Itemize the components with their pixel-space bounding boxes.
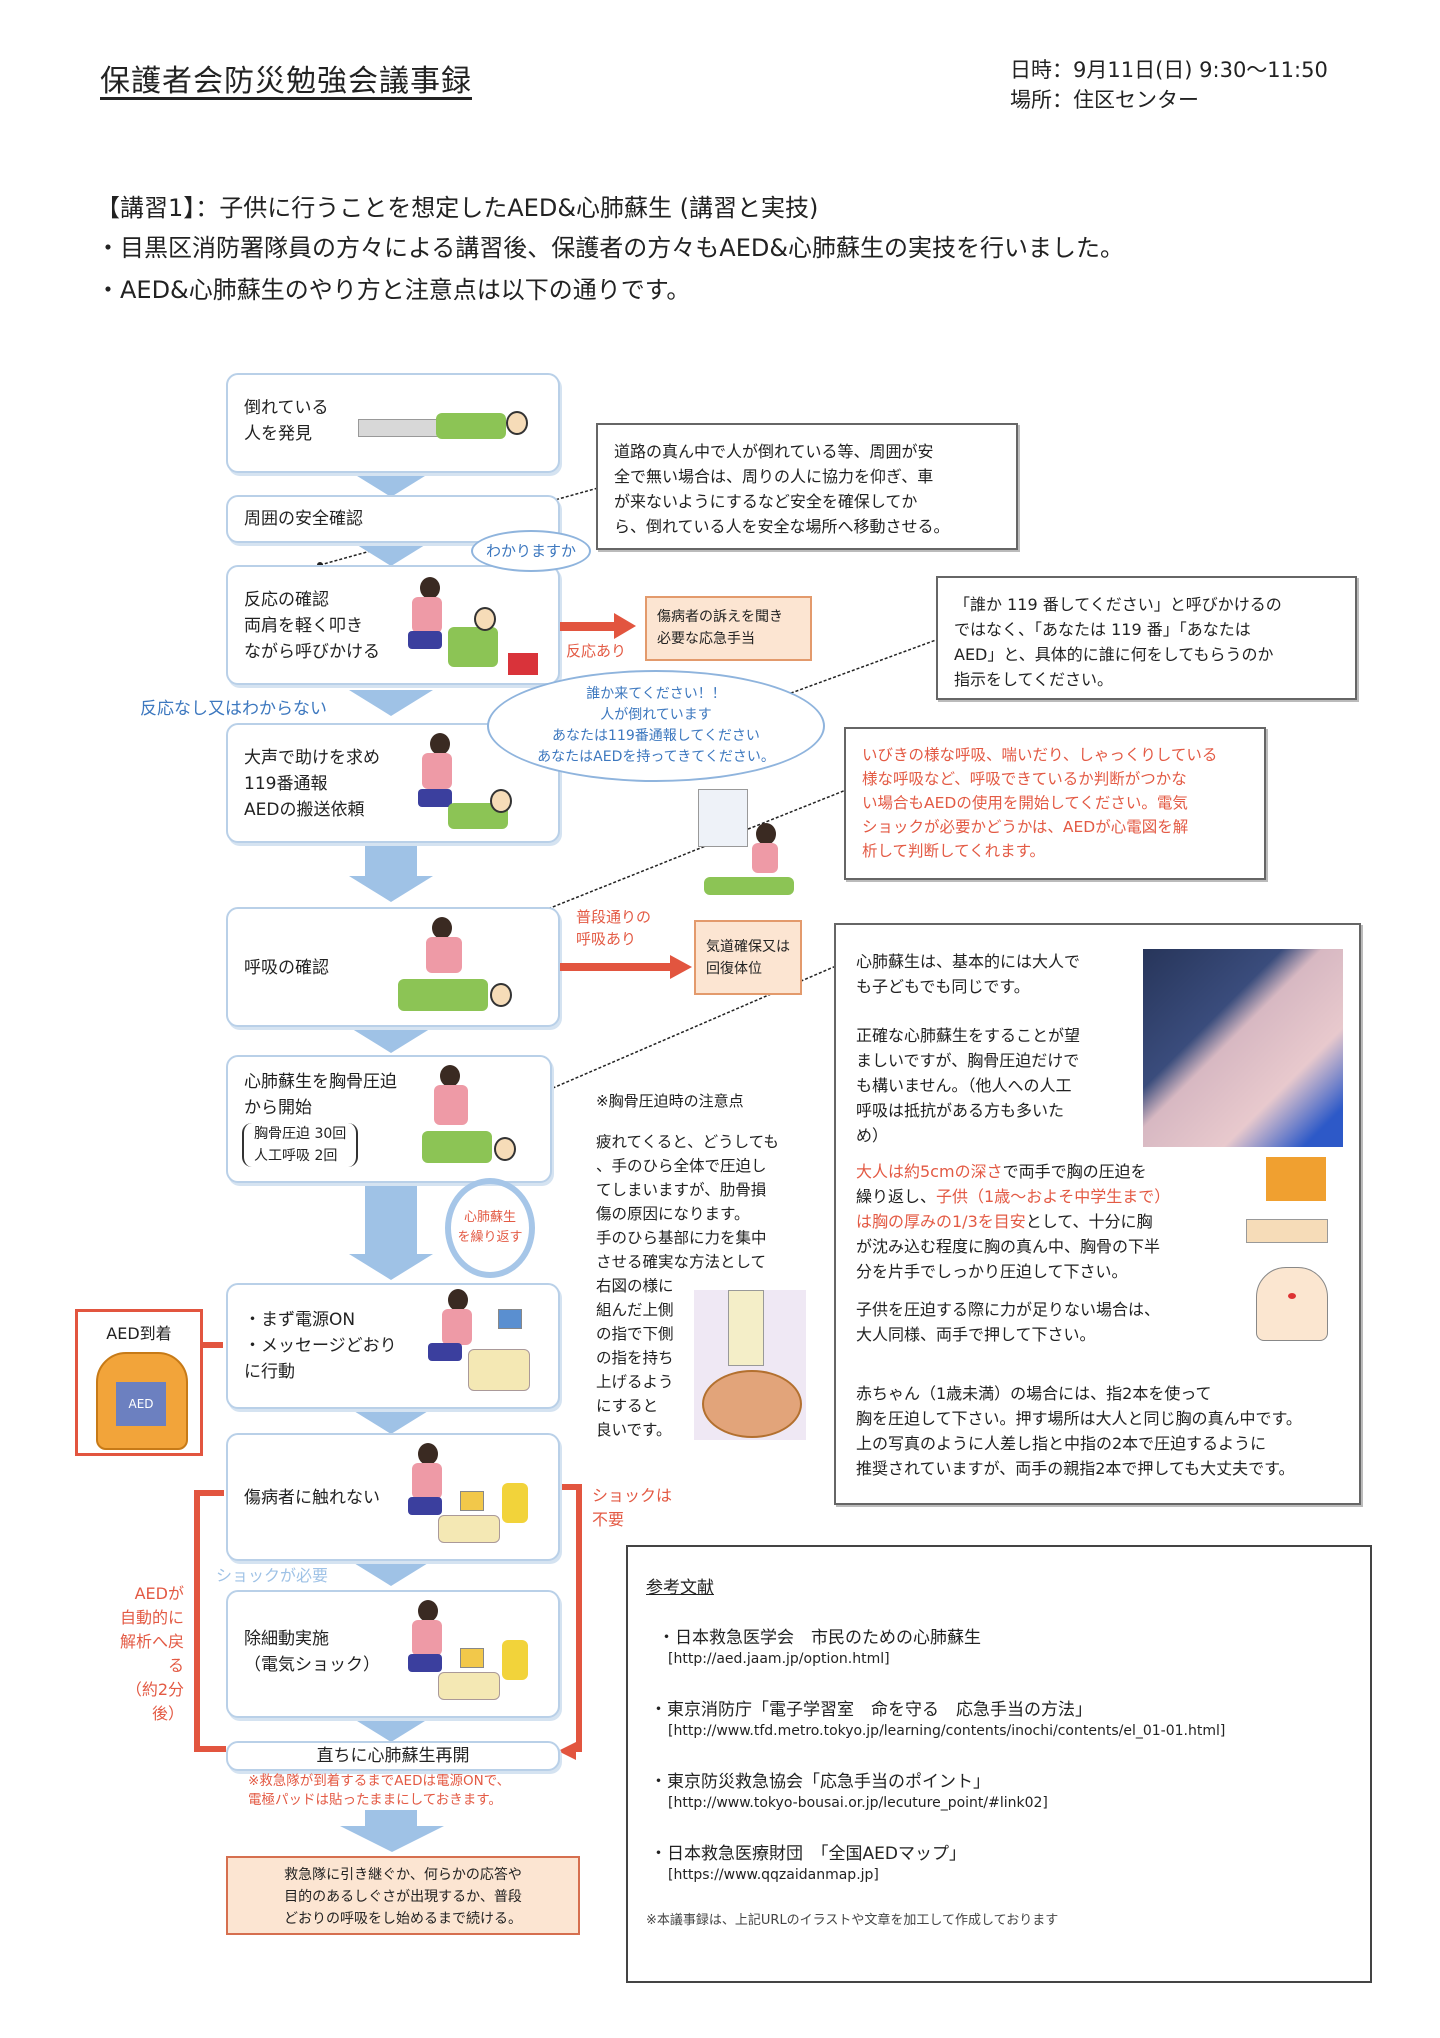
reference-name: ・日本救急医学会 市民のための心肺蘇生: [658, 1628, 981, 1648]
step-start-cpr: 心肺蘇生を胸骨圧迫 から開始 胸骨圧迫 30回 人工呼吸 2回: [226, 1055, 552, 1183]
loop-line-left-bottom: [194, 1746, 226, 1752]
aed-arrival-label: AED到着: [106, 1324, 172, 1343]
shock-not-needed-label: ショックは 不要: [592, 1486, 673, 1529]
speech-bubble-large: 誰か来てください！！ 人が倒れています あなたは119番通報してください あなた…: [487, 670, 825, 782]
step-defibrillation: 除細動実施 （電気ショック）: [226, 1590, 560, 1718]
cpr-info-paragraph: 赤ちゃん（1歳未満）の場合には、指2本を使って 胸を圧迫して下さい。押す場所は大…: [856, 1384, 1302, 1478]
cpr-info-paragraph: 心肺蘇生は、基本的には大人で も子どもでも同じです。: [856, 952, 1081, 996]
flow-arrow: [349, 1254, 433, 1280]
auto-return-label: AEDが 自動的に 解析へ戻る （約2分後）: [119, 1584, 184, 1723]
step-text: 除細動実施 （電気ショック）: [244, 1629, 380, 1675]
breathing-note: いびきの様な呼吸、喘いだり、しゃっくりしている 様な呼吸など、呼吸できているか判…: [844, 727, 1266, 880]
arrow-head: [670, 955, 692, 979]
cpr-info-paragraph: 子供を圧迫する際に力が足りない場合は、 大人同様、両手で押して下さい。: [856, 1300, 1161, 1344]
step-check-response: 反応の確認 両肩を軽く叩き ながら呼びかける: [226, 565, 560, 685]
breathing-action-box: 気道確保又は 回復体位: [694, 920, 802, 995]
text-segment: として、十分に胸 が沈み込む程度に胸の真ん中、胸骨の下半 分を片手でしっかり圧迫…: [856, 1212, 1161, 1281]
flow-arrow: [349, 690, 433, 716]
flow-arrow: [349, 1560, 433, 1586]
reference-url[interactable]: [http://www.tfd.metro.tokyo.jp/learning/…: [668, 1723, 1226, 1739]
branch-label: 普段通りの 呼吸あり: [576, 908, 652, 948]
loop-line-right-top: [558, 1484, 582, 1490]
step-do-not-touch: 傷病者に触れない: [226, 1433, 560, 1561]
flow-arrow-stem: [365, 1182, 417, 1254]
aed-device-label: AED: [116, 1382, 166, 1426]
reference-url[interactable]: [http://aed.jaam.jp/option.html]: [668, 1651, 890, 1667]
aed-keep-on-note: ※救急隊が到着するまでAEDは電源ONで、 電極パッドは貼ったままにしておきます…: [248, 1773, 511, 1808]
arrow-head: [614, 613, 636, 639]
step-text: 周囲の安全確認: [244, 509, 363, 529]
step-text: 大声で助けを求め 119番通報 AEDの搬送依頼: [244, 748, 380, 820]
reference-name: ・日本救急医療財団 「全国AEDマップ」: [650, 1844, 966, 1864]
arrow-breathing: [560, 963, 672, 971]
reference-url[interactable]: [https://www.qqzaidanmap.jp]: [668, 1867, 879, 1883]
step-text: 反応の確認 両肩を軽く叩き ながら呼びかける: [244, 590, 380, 662]
flow-arrow: [349, 471, 433, 497]
step-text: ・まず電源ON ・メッセージどおり に行動: [244, 1310, 397, 1382]
loop-line-left-top: [194, 1490, 224, 1496]
step-text: 心肺蘇生を胸骨圧迫 から開始: [244, 1072, 397, 1118]
intro-line: ・目黒区消防署隊員の方々による講習後、保護者の方々もAED&心肺蘇生の実技を行い…: [96, 234, 1125, 262]
meeting-place: 場所：住区センター: [1010, 88, 1199, 112]
step-text: 倒れている 人を発見: [244, 398, 329, 444]
red-emphasis: 大人は約5cmの深さ: [856, 1162, 1003, 1181]
compression-tips-body: 疲れてくると、どうしても 、手のひら全体で圧迫し てしまいますが、肋骨損 傷の原…: [596, 1133, 779, 1271]
response-action-box: 傷病者の訴えを聞き 必要な応急手当: [645, 596, 812, 661]
flow-arrow-stem: [365, 842, 417, 876]
compression-tips-tail: 右図の様に 組んだ上側 の指で下側 の指を持ち 上げるよう にすると 良いです。: [596, 1277, 674, 1439]
no-response-label: 反応なし又はわからない: [140, 699, 327, 719]
meeting-date: 日時：9月11日(日) 9:30〜11:50: [1010, 58, 1328, 82]
safety-note: 道路の真ん中で人が倒れている等、周囲が安 全で無い場合は、周りの人に協力を仰ぎ、…: [596, 423, 1018, 550]
reference-name: ・東京消防庁「電子学習室 命を守る 応急手当の方法」: [650, 1700, 1092, 1720]
arrow-response: [560, 622, 616, 631]
call-note: 「誰か 119 番してください」と呼びかけるの ではなく、「あなたは 119 番…: [936, 576, 1357, 700]
child-cpr-illustration: [1236, 1157, 1346, 1347]
flow-arrow: [349, 1408, 433, 1434]
references-footnote: ※本議事録は、上記URLのイラストや文章を加工して作成しております: [646, 1913, 1059, 1928]
red-emphasis: 子供（1歳〜およそ中学生まで） は胸の厚みの1/3を目安: [856, 1187, 1171, 1231]
aed-device-illustration: AED: [96, 1352, 188, 1450]
cpr-repeat-cycle: 心肺蘇生 を繰り返す: [445, 1178, 535, 1278]
arrow-aed: [203, 1342, 223, 1348]
speech-bubble-small: わかりますか: [471, 530, 591, 572]
shock-needed-label: ショックが必要: [216, 1566, 329, 1585]
step-find-person: 倒れている 人を発見: [226, 373, 560, 473]
flow-arrow: [340, 1826, 444, 1852]
flow-arrow: [349, 876, 433, 902]
cpr-info-paragraph: 正確な心肺蘇生をすることが望 ましいですが、胸骨圧迫だけで も構いません。（他人…: [856, 1026, 1081, 1145]
step-check-breathing: 呼吸の確認: [226, 907, 560, 1027]
aed-arrival-box: AED到着 AED: [75, 1309, 203, 1456]
page-title: 保護者会防災勉強会議事録: [100, 64, 472, 99]
references-box: 参考文献 ・日本救急医学会 市民のための心肺蘇生 [http://aed.jaa…: [626, 1545, 1372, 1983]
compression-tips-title: ※胸骨圧迫時の注意点: [596, 1092, 744, 1110]
flow-arrow: [349, 1027, 433, 1053]
section-heading: 【講習1】：子供に行うことを想定したAED&心肺蘇生 (講習と実技): [96, 194, 819, 222]
airway-illustration: [694, 785, 812, 903]
step-power-on: ・まず電源ON ・メッセージどおり に行動: [226, 1283, 560, 1409]
text-segment: で両手で胸の圧迫を 繰り返し、: [856, 1162, 1147, 1206]
flow-arrow: [349, 540, 433, 566]
reference-url[interactable]: [http://www.tokyo-bousai.or.jp/lecuture_…: [668, 1795, 1048, 1811]
cpr-info-box: 心肺蘇生は、基本的には大人で も子どもでも同じです。 正確な心肺蘇生をすることが…: [834, 923, 1361, 1505]
arrow-head: [558, 1742, 576, 1760]
loop-line-left: [194, 1490, 200, 1752]
bubble-text: わかりますか: [485, 542, 576, 560]
branch-label: 反応あり: [566, 642, 627, 660]
hand-position-illustration: [694, 1290, 806, 1440]
references-title: 参考文献: [646, 1578, 714, 1598]
flow-arrow: [349, 1716, 433, 1742]
step-text: 傷病者に触れない: [244, 1488, 380, 1508]
phone-icon: [508, 653, 538, 675]
flow-arrow-stem: [365, 1810, 417, 1826]
step-text: 呼吸の確認: [244, 958, 329, 978]
infant-cpr-photo: [1143, 949, 1343, 1147]
cpr-ratio: 胸骨圧迫 30回 人工呼吸 2回: [242, 1123, 359, 1167]
loop-line-right: [576, 1484, 582, 1752]
step-text: 直ちに心肺蘇生再開: [316, 1746, 470, 1766]
step-resume-cpr: 直ちに心肺蘇生再開: [226, 1741, 560, 1771]
cpr-depth-paragraph: 大人は約5cmの深さで両手で胸の圧迫を 繰り返し、子供（1歳〜およそ中学生まで）…: [856, 1159, 1256, 1284]
intro-line: ・AED&心肺蘇生のやり方と注意点は以下の通りです。: [96, 276, 691, 304]
final-instruction-box: 救急隊に引き継ぐか、何らかの応答や 目的のあるしぐさが出現するか、普段 どおりの…: [226, 1856, 580, 1935]
reference-name: ・東京防災救急協会「応急手当のポイント」: [650, 1772, 990, 1792]
